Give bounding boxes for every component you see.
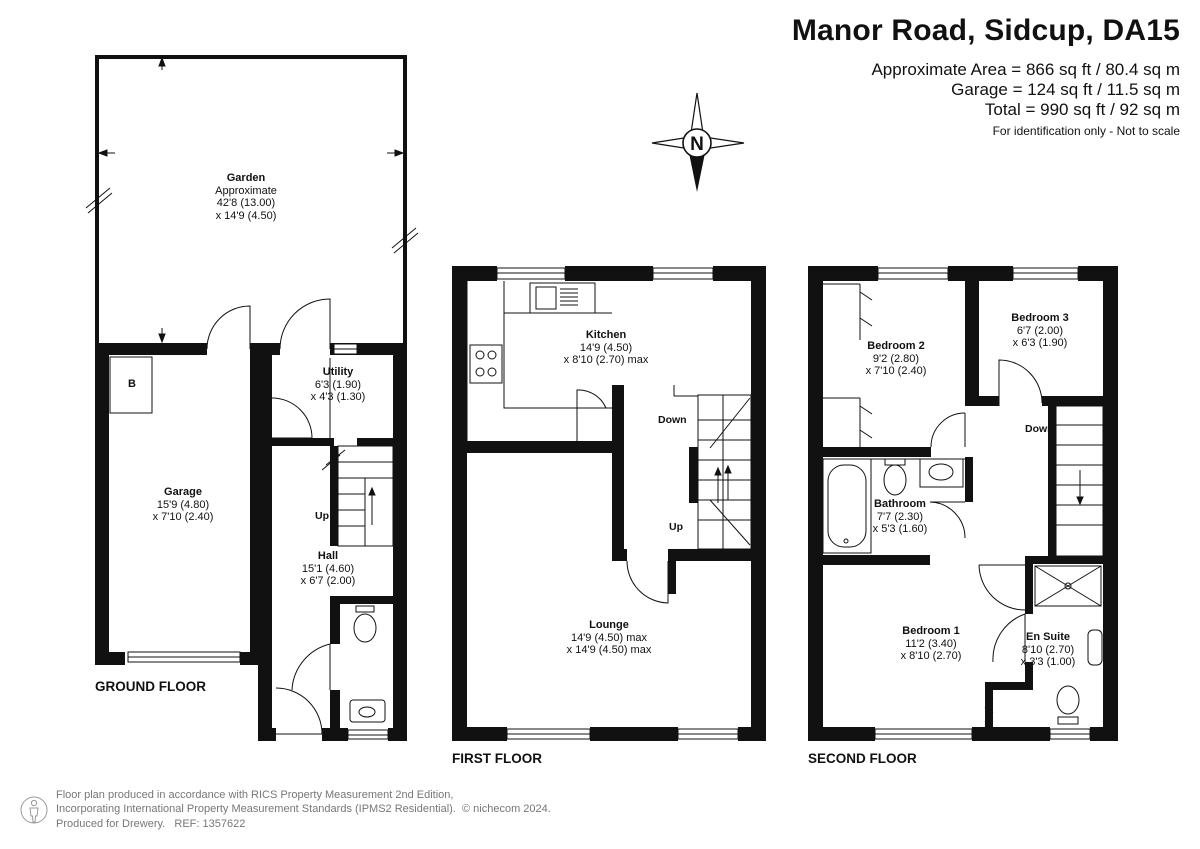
total-area: Total = 990 sq ft / 92 sq m: [984, 100, 1180, 119]
first-floor-label: FIRST FLOOR: [452, 751, 542, 766]
room-bathroom: Bathroom 7'7 (2.30) x 5'3 (1.60): [872, 498, 928, 535]
person-icon: [20, 796, 48, 824]
first-floor-plan: [452, 266, 766, 741]
garage-area: Garage = 124 sq ft / 11.5 sq m: [951, 80, 1180, 99]
scale-note: For identification only - Not to scale: [992, 124, 1180, 138]
approximate-area: Approximate Area = 866 sq ft / 80.4 sq m: [871, 60, 1180, 79]
first-stairs-down: Down: [658, 414, 687, 426]
room-garden: Garden Approximate 42'8 (13.00) x 14'9 (…: [215, 172, 277, 222]
room-en-suite: En Suite 8'10 (2.70) x 3'3 (1.00): [1020, 631, 1076, 668]
room-bedroom-1: Bedroom 1 11'2 (3.40) x 8'10 (2.70): [900, 625, 962, 662]
room-hall: Hall 15'1 (4.60) x 6'7 (2.00): [300, 550, 356, 587]
first-stairs-up: Up: [669, 521, 683, 533]
compass-letter: N: [690, 134, 704, 155]
ground-floor-details: [85, 56, 419, 740]
boiler-label: B: [128, 378, 136, 390]
second-floor-details: [822, 267, 1104, 740]
ground-floor-label: GROUND FLOOR: [95, 679, 206, 694]
compass-icon: N: [651, 92, 745, 192]
second-floor-label: SECOND FLOOR: [808, 751, 917, 766]
first-floor-details: [466, 267, 752, 740]
copyright: © nichecom 2024.: [462, 803, 551, 816]
room-lounge: Lounge 14'9 (4.50) max x 14'9 (4.50) max: [566, 619, 652, 656]
ground-stairs-up: Up: [315, 510, 329, 522]
room-bedroom-3: Bedroom 3 6'7 (2.00) x 6'3 (1.90): [1011, 312, 1069, 349]
room-garage: Garage 15'9 (4.80) x 7'10 (2.40): [152, 486, 214, 523]
reference: REF: 1357622: [174, 817, 246, 830]
room-kitchen: Kitchen 14'9 (4.50) x 8'10 (2.70) max: [563, 329, 649, 366]
room-bedroom-2: Bedroom 2 9'2 (2.80) x 7'10 (2.40): [865, 340, 927, 377]
room-utility: Utility 6'3 (1.90) x 4'3 (1.30): [310, 366, 366, 403]
property-title: Manor Road, Sidcup, DA15: [791, 14, 1180, 47]
footer-notes: Floor plan produced in accordance with R…: [56, 789, 551, 830]
second-floor-plan: [808, 266, 1118, 741]
second-stairs-down: Down: [1025, 423, 1054, 435]
